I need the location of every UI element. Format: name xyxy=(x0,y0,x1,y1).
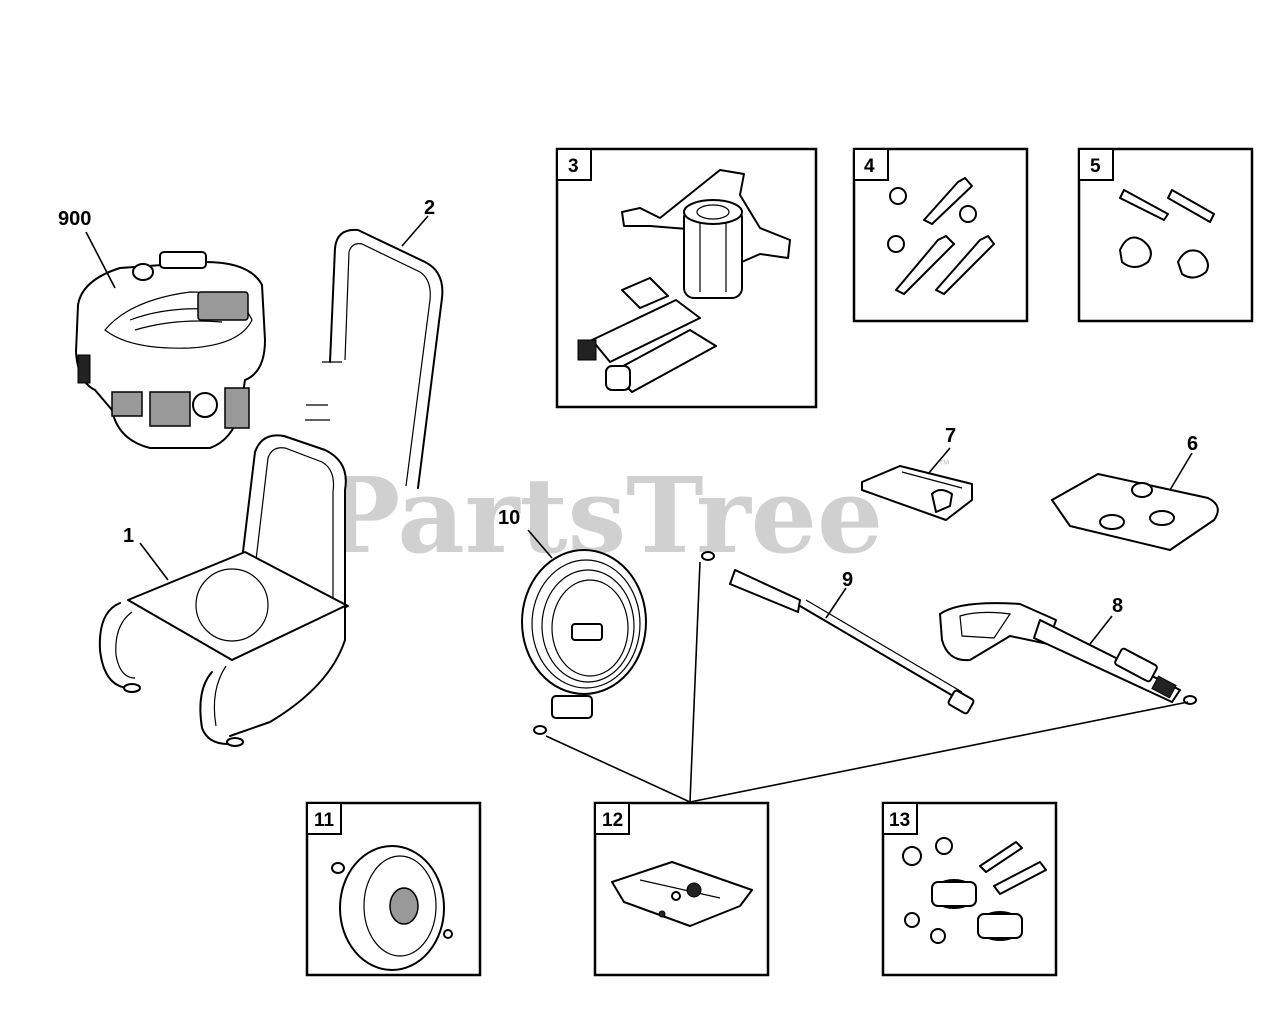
leader-900 xyxy=(85,231,116,289)
part-bracket[interactable] xyxy=(861,465,973,521)
part-wand[interactable] xyxy=(701,551,975,715)
callout-7: 7 xyxy=(945,425,956,447)
watermark-trademark: ™ xyxy=(938,457,950,471)
callout-2: 2 xyxy=(424,197,435,219)
box-bolts-2[interactable]: 5 xyxy=(1077,147,1254,323)
box-5-number: 5 xyxy=(1090,156,1101,177)
box-3-number: 3 xyxy=(568,156,579,177)
o-ring-leaders xyxy=(545,561,1189,803)
box-wheel[interactable]: 11 xyxy=(305,801,482,977)
box-12-number: 12 xyxy=(602,810,623,831)
box-hardware-kit[interactable]: 13 xyxy=(881,801,1058,977)
box-4-number: 4 xyxy=(864,156,875,177)
part-spray-gun[interactable] xyxy=(939,602,1197,705)
part-handle[interactable] xyxy=(305,228,444,489)
callout-10: 10 xyxy=(498,507,520,529)
leader-6 xyxy=(1169,452,1193,491)
leader-1 xyxy=(139,542,169,581)
callout-1: 1 xyxy=(123,525,134,547)
leader-9 xyxy=(825,587,847,619)
box-13-number: 13 xyxy=(889,810,910,831)
callout-900: 900 xyxy=(58,208,91,230)
leader-7 xyxy=(927,447,951,475)
callout-6: 6 xyxy=(1187,433,1198,455)
callout-8: 8 xyxy=(1112,595,1123,617)
box-11-number: 11 xyxy=(314,810,335,831)
box-o-ring-kit[interactable]: 12 xyxy=(593,801,770,977)
box-pump[interactable]: 3 xyxy=(555,147,818,409)
leader-10 xyxy=(527,529,553,559)
leader-8 xyxy=(1089,615,1113,645)
part-hose[interactable] xyxy=(521,549,647,735)
part-nozzle-kit[interactable] xyxy=(1051,473,1219,551)
part-frame[interactable] xyxy=(98,434,349,747)
callout-9: 9 xyxy=(842,569,853,591)
box-bolts-nuts[interactable]: 4 xyxy=(852,147,1029,323)
leader-2 xyxy=(401,215,429,247)
part-engine[interactable] xyxy=(75,251,266,449)
